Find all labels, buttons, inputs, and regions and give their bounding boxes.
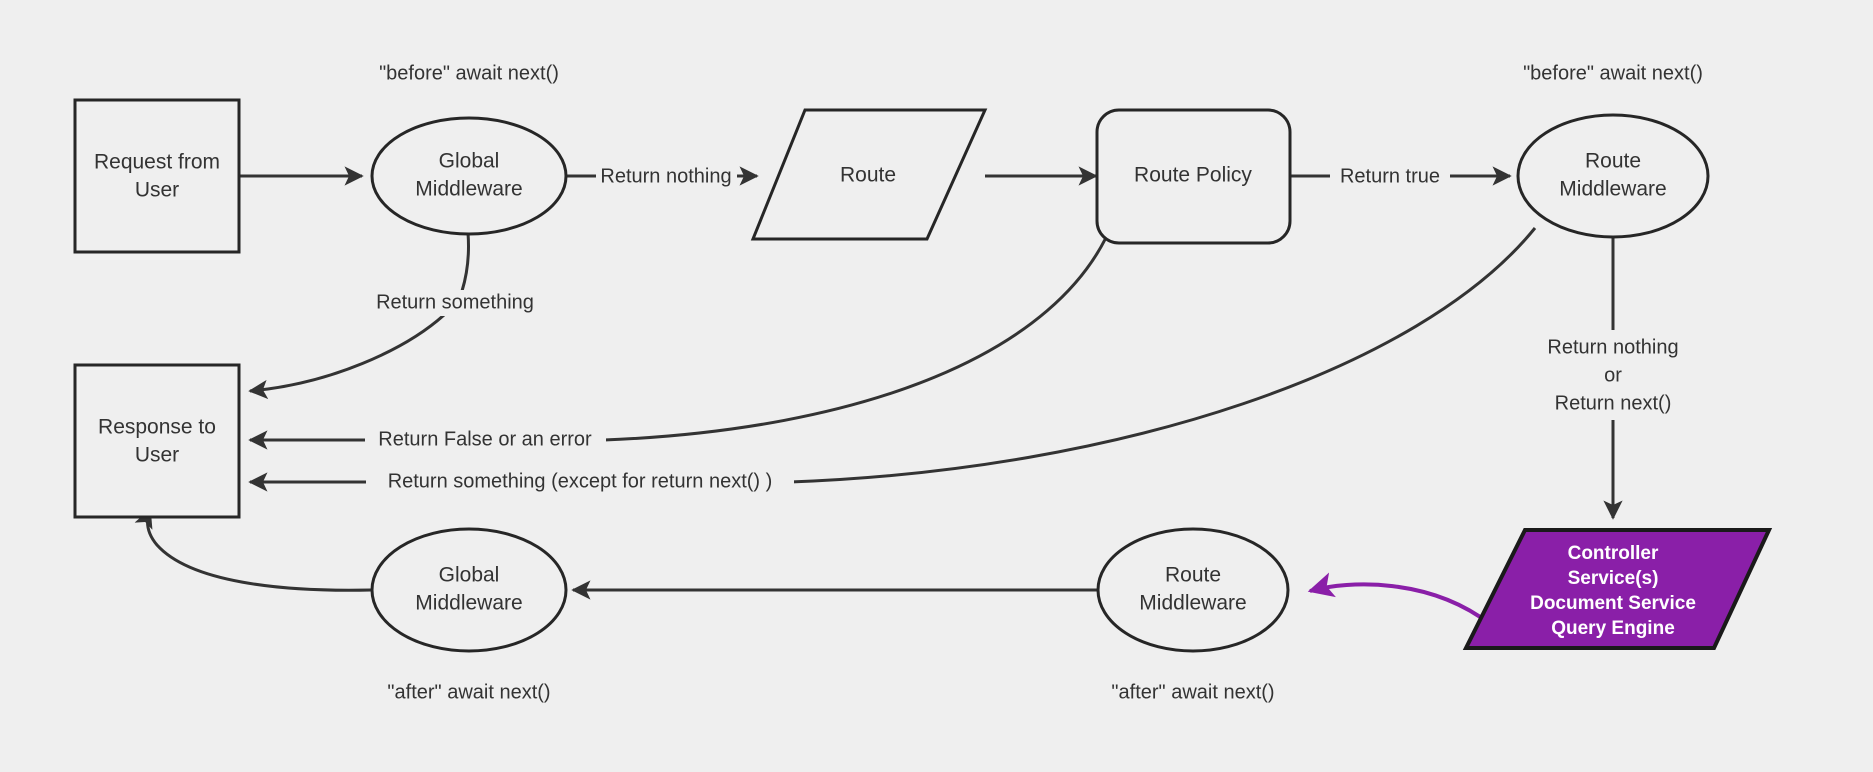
edge-label-return-false-or-error-text: Return False or an error: [378, 428, 592, 450]
edge-label-return-nothing-text: Return nothing: [600, 165, 731, 187]
request-from-user-label-line1: Request from: [94, 151, 220, 174]
request-from-user-label-line2: User: [135, 179, 179, 202]
node-route[interactable]: Route: [750, 108, 988, 241]
edge-label-return-something-text: Return something: [376, 291, 534, 313]
edge-label-return-something: Return something: [366, 290, 544, 316]
edge-label-return-false-or-error: Return False or an error: [366, 428, 606, 453]
controller-services-parallelogram: [1462, 528, 1773, 650]
response-to-user-label-line1: Response to: [98, 416, 216, 439]
edge-route-policy-to-response-curve: [603, 221, 1115, 442]
node-controller-services[interactable]: Controller Service(s) Document Service Q…: [1462, 528, 1773, 650]
route-middleware-before-label-line2: Middleware: [1559, 178, 1666, 201]
node-response-to-user[interactable]: Response to User: [73, 363, 241, 519]
route-middleware-before-label-line1: Route: [1585, 150, 1641, 173]
global-middleware-after-label-line2: Middleware: [415, 592, 522, 615]
node-route-middleware-before[interactable]: Route Middleware: [1516, 113, 1710, 239]
global-middleware-before-label-line1: Global: [439, 150, 500, 173]
route-middleware-after-label-line2: Middleware: [1139, 592, 1246, 615]
controller-services-label-line3: Document Service: [1530, 593, 1696, 614]
route-middleware-before-ellipse: [1516, 113, 1710, 239]
edge-label-return-nothing-or-next-line1: Return nothing: [1547, 336, 1678, 358]
node-route-middleware-after[interactable]: Route Middleware: [1096, 527, 1290, 653]
route-parallelogram: [750, 108, 988, 241]
global-middleware-after-label-line1: Global: [439, 564, 500, 587]
node-route-policy[interactable]: Route Policy: [1095, 108, 1292, 245]
edge-label-return-nothing-or-next-line3: Return next(): [1555, 392, 1672, 414]
edge-global-middleware-after-to-response: [134, 508, 372, 592]
edge-label-return-something-except-text: Return something (except for return next…: [388, 470, 773, 492]
route-policy-label: Route Policy: [1134, 164, 1252, 187]
edge-label-return-something-except: Return something (except for return next…: [366, 470, 794, 495]
edge-route-middleware-to-response-curve: [789, 227, 1537, 484]
controller-services-label-line2: Service(s): [1568, 568, 1659, 589]
global-middleware-before-label-line2: Middleware: [415, 178, 522, 201]
global-middleware-after-ellipse: [370, 527, 568, 653]
controller-services-label-line1: Controller: [1568, 543, 1659, 564]
edge-label-return-true: Return true: [1330, 164, 1450, 188]
annotation-before-await-next-route-mw: "before" await next(): [1523, 62, 1703, 84]
annotation-after-await-next-route-mw: "after" await next(): [1111, 681, 1274, 703]
route-policy-box: [1095, 108, 1292, 245]
edge-label-return-nothing-or-next-line2: or: [1604, 364, 1622, 386]
edge-global-middleware-to-response-upper: [460, 232, 470, 292]
node-global-middleware-before[interactable]: Global Middleware: [370, 116, 568, 236]
route-middleware-after-ellipse: [1096, 527, 1290, 653]
edge-label-return-nothing-or-next: Return nothing or Return next(): [1524, 332, 1704, 418]
edge-label-return-nothing: Return nothing: [596, 164, 737, 188]
global-middleware-before-ellipse: [370, 116, 568, 236]
annotation-after-await-next-global: "after" await next(): [387, 681, 550, 703]
response-to-user-box: [73, 363, 241, 519]
route-middleware-after-label-line1: Route: [1165, 564, 1221, 587]
response-to-user-label-line2: User: [135, 444, 179, 467]
controller-services-label-line4: Query Engine: [1551, 618, 1675, 639]
route-label: Route: [840, 164, 896, 187]
request-from-user-box: [73, 98, 241, 254]
edge-global-middleware-to-response-lower: [248, 313, 446, 400]
node-global-middleware-after[interactable]: Global Middleware: [370, 527, 568, 653]
node-request-from-user[interactable]: Request from User: [73, 98, 241, 254]
edge-controller-to-route-middleware-after: [1307, 572, 1492, 626]
annotation-before-await-next-global: "before" await next(): [379, 62, 559, 84]
edge-label-return-true-text: Return true: [1340, 165, 1440, 187]
